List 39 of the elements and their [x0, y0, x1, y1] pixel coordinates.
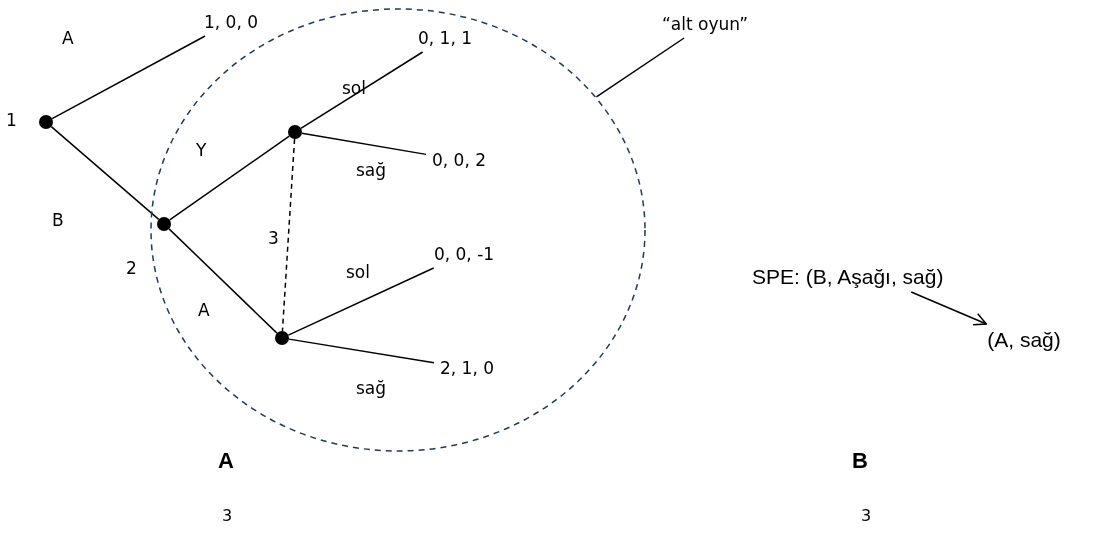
branch-line — [169, 135, 290, 221]
edge-label: A — [198, 300, 210, 320]
edge-label: A — [62, 28, 74, 48]
edge-label: sağ — [356, 160, 387, 180]
player-label: 1 — [6, 110, 17, 130]
edge-label: sol — [342, 78, 366, 98]
decision-node — [288, 125, 302, 139]
branch-line — [301, 132, 427, 156]
edge-label: sağ — [356, 378, 387, 398]
branch-line — [300, 51, 424, 130]
branch-line — [168, 228, 278, 334]
payoff-text: 0, 0, -1 — [426, 240, 502, 268]
payoff-text: 1, 0, 0 — [198, 8, 264, 36]
panel-label: B — [852, 448, 868, 474]
payoff-text: 0, 0, 2 — [426, 146, 492, 174]
decision-node — [157, 217, 171, 231]
edge-label: Y — [196, 140, 207, 160]
payoff-text: 0, 1, 1 — [412, 24, 478, 52]
equilibrium-text: (A, sağ) — [976, 324, 1072, 356]
leader-line — [595, 37, 685, 98]
branch-line — [287, 267, 435, 336]
edge-label: sol — [346, 262, 370, 282]
page-number: 2 — [126, 258, 137, 278]
subgame-ellipse — [150, 8, 646, 452]
decision-node — [275, 331, 289, 345]
information-set-line — [281, 138, 296, 332]
arrow — [910, 291, 988, 326]
callout-text: “alt oyun” — [655, 10, 755, 38]
edge-label: 3 — [268, 228, 279, 248]
branch-line — [50, 125, 160, 221]
panel-label: A — [218, 448, 234, 474]
branch-line — [51, 35, 206, 120]
edge-label: B — [52, 210, 64, 230]
branch-line — [288, 338, 435, 364]
payoff-text: 2, 1, 0 — [434, 354, 500, 382]
page-number: 3 — [861, 506, 872, 525]
equilibrium-text: SPE: (B, Aşağı, sağ) — [752, 262, 1000, 292]
decision-node — [39, 115, 53, 129]
page-number: 3 — [222, 506, 233, 525]
